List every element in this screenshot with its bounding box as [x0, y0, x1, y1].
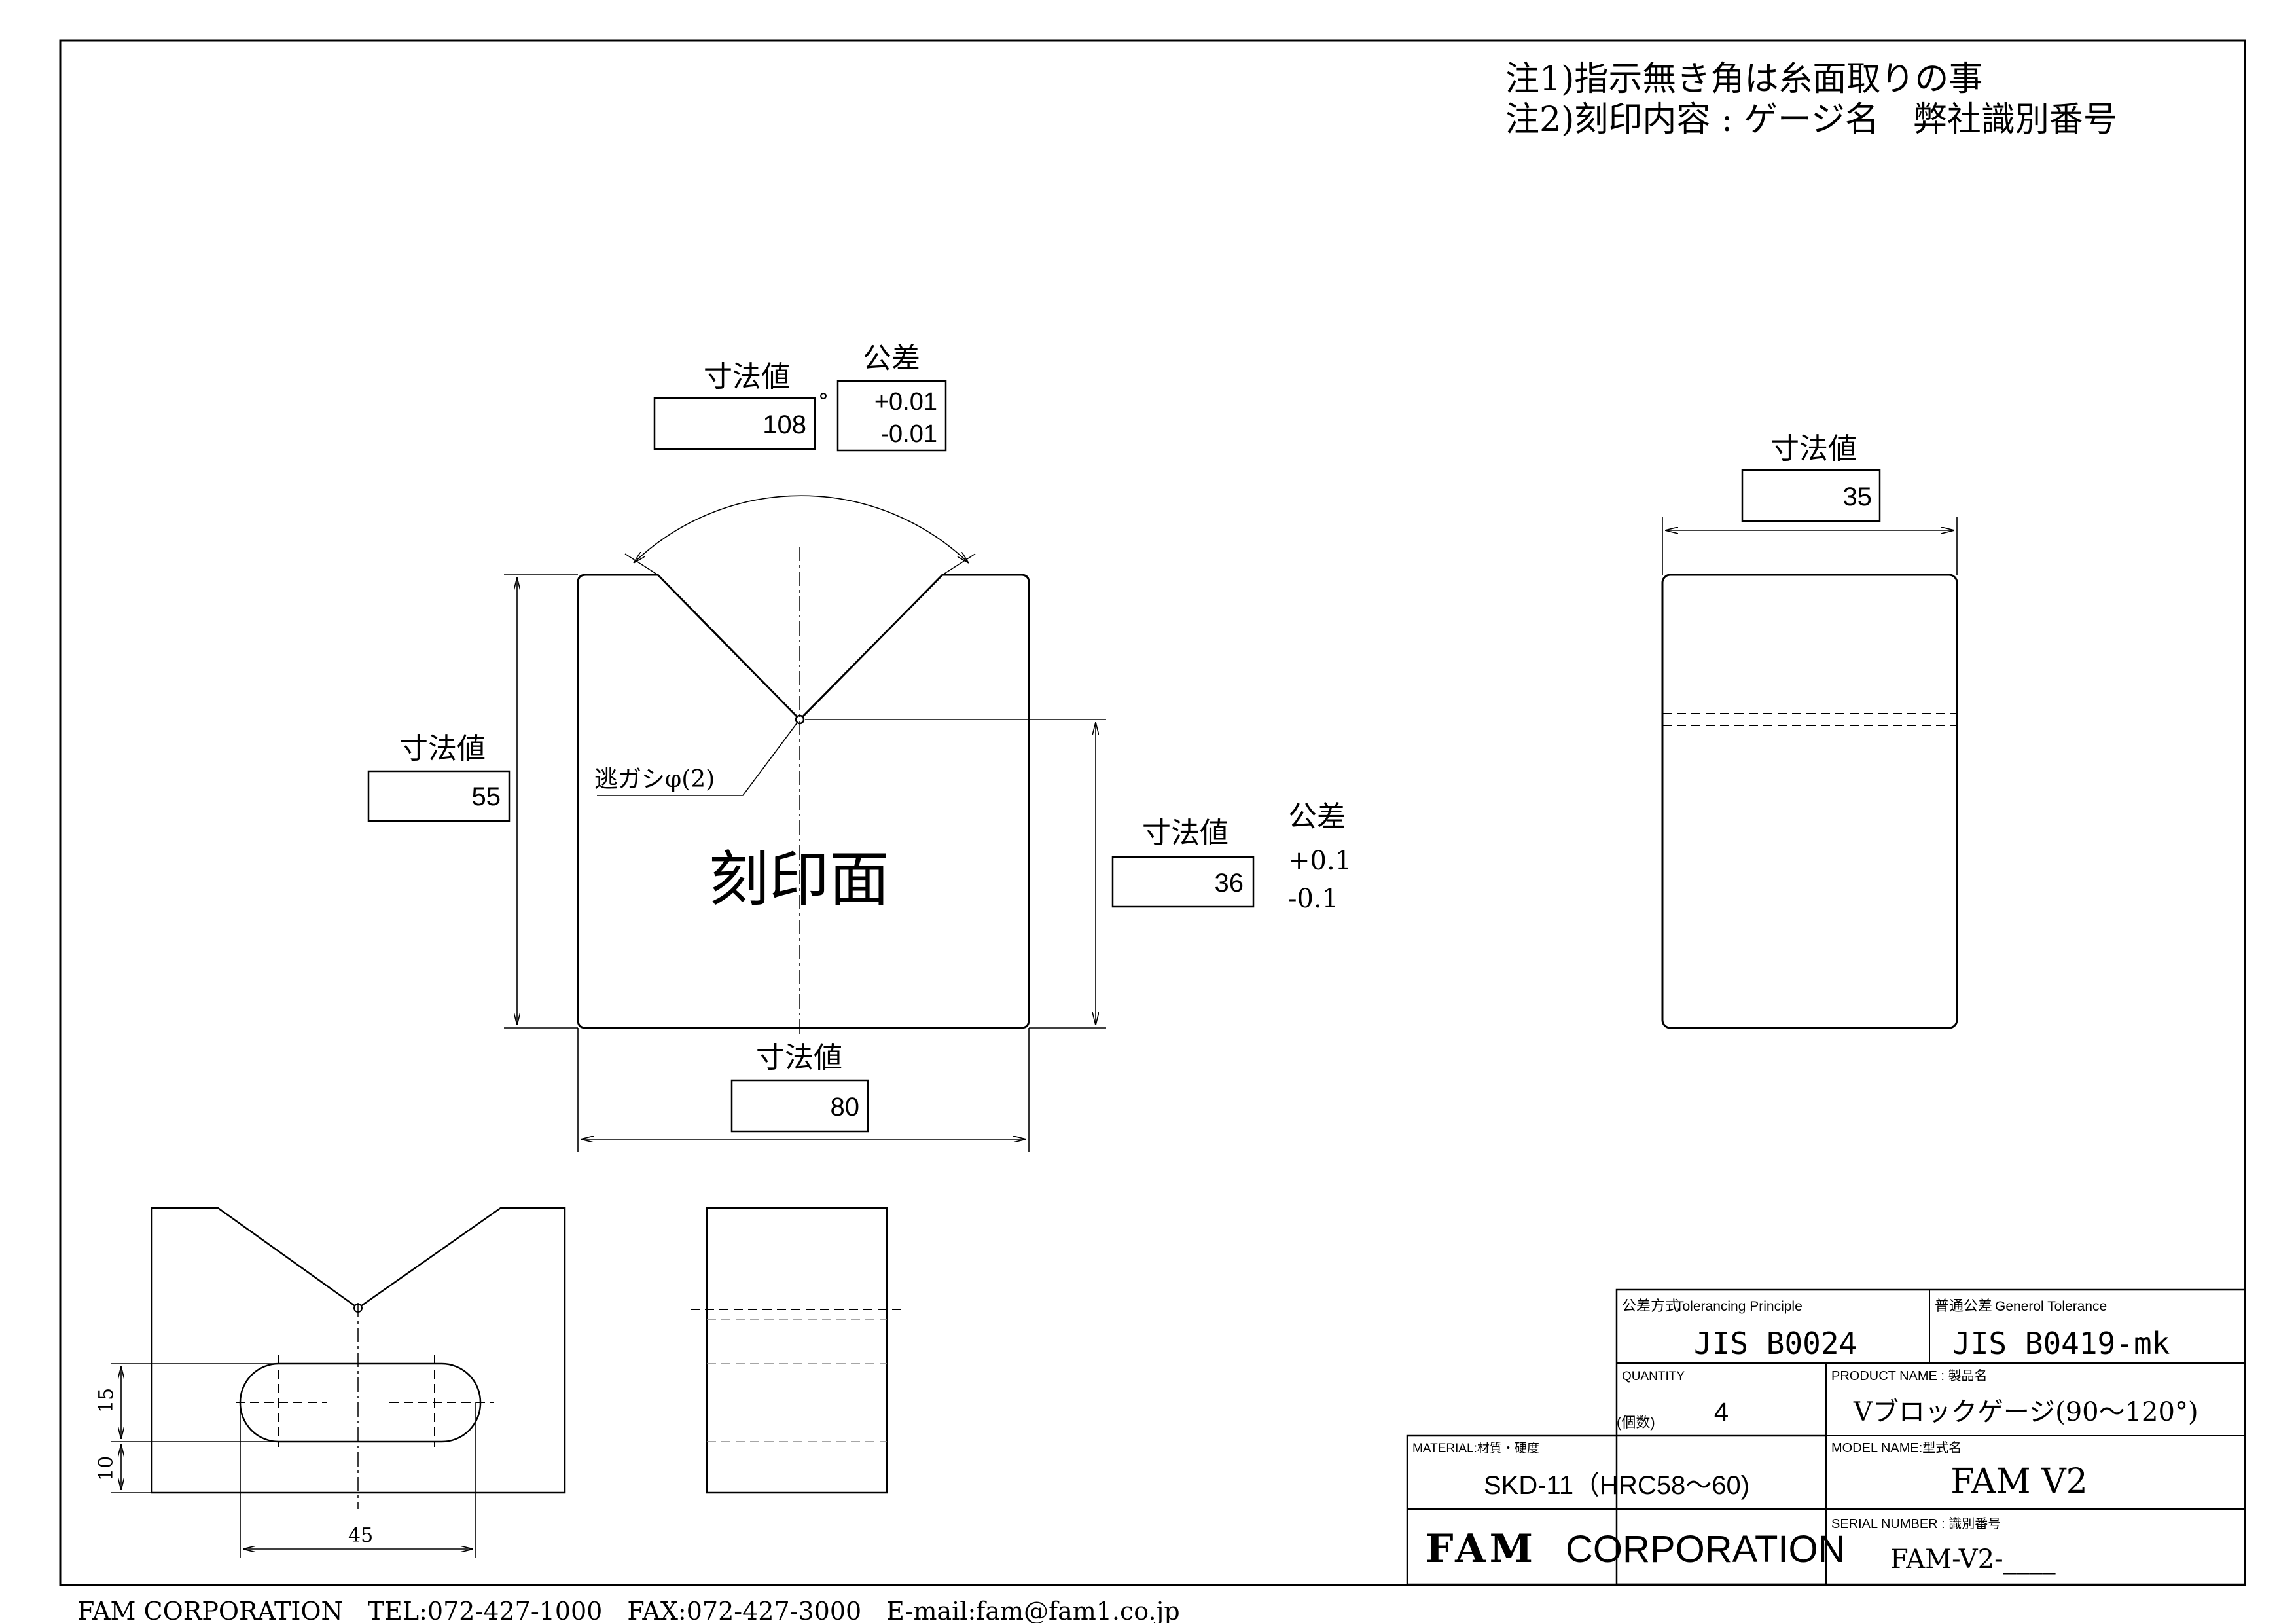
bottom-front-view: 15 10 45 [95, 1207, 566, 1558]
serial-number-value[interactable]: FAM-V2-____ [1890, 1544, 2056, 1575]
width-value[interactable]: 80 [831, 1093, 860, 1122]
vdepth-value-box[interactable] [1111, 856, 1255, 908]
model-name-value[interactable]: FAM V2 [1950, 1462, 2088, 1501]
product-name-value[interactable]: Vブロックゲージ(90～120°) [1853, 1397, 2198, 1427]
bottom-side-outline [706, 1207, 888, 1494]
product-name-label: PRODUCT NAME : 製品名 [1831, 1368, 1988, 1383]
company-logo-rest: CORPORATION [1566, 1528, 1846, 1571]
angle-tolerance-label: 公差 [863, 342, 920, 375]
vdepth-tolerance-label: 公差 [1288, 800, 1346, 833]
general-tolerance-label-en: Generol Tolerance [1995, 1299, 2107, 1314]
note-2: 注2)刻印内容 : ゲージ名 弊社識別番号 [1505, 100, 2117, 139]
angle-value-label: 寸法値 [704, 360, 790, 393]
relief-annotation: 逃ガシφ(2) [594, 766, 715, 793]
angle-tolerance-minus[interactable]: -0.01 [880, 420, 937, 448]
quantity-label-jp: (個数) [1617, 1414, 1655, 1431]
relief-leader [597, 722, 798, 796]
thickness-value-box[interactable] [1741, 469, 1881, 522]
vdepth-tolerance-plus: +0.1 [1288, 846, 1352, 876]
angle-value[interactable]: 108 [762, 410, 806, 439]
footer-contact: FAM CORPORATION TEL:072-427-1000 FAX:072… [77, 1597, 1180, 1623]
stamp-face-label: 刻印面 [709, 845, 889, 915]
angle-tolerance-plus[interactable]: +0.01 [874, 388, 937, 416]
height-value-box[interactable] [367, 770, 511, 822]
serial-number-label: SERIAL NUMBER : 識別番号 [1831, 1516, 2001, 1531]
company-logo-bold: FAM [1426, 1526, 1537, 1572]
general-tolerance-label: 普通公差 [1935, 1298, 1992, 1314]
quantity-label: QUANTITY [1622, 1370, 1685, 1383]
slot-outline [239, 1362, 482, 1443]
drawing-frame [59, 39, 2246, 1586]
slot-dim-10: 10 [95, 1456, 118, 1481]
vdepth-tolerance-minus: -0.1 [1288, 884, 1338, 914]
degree-symbol: ° [818, 389, 829, 414]
title-block [1406, 1288, 2246, 1586]
angle-tolerance-box[interactable] [836, 380, 947, 452]
side-view-outline [1661, 574, 1958, 1029]
slot-dim-15: 15 [95, 1388, 118, 1413]
tolerancing-value: JIS B0024 [1694, 1326, 1857, 1361]
general-tolerance-value: JIS B0419-mk [1952, 1326, 2170, 1361]
note-1: 注1)指示無き角は糸面取りの事 [1505, 60, 1982, 99]
tolerancing-label-en: Tolerancing Principle [1676, 1299, 1803, 1314]
thickness-value[interactable]: 35 [1843, 483, 1873, 511]
width-value-box[interactable] [730, 1079, 869, 1133]
slot-dim-45: 45 [348, 1524, 373, 1547]
height-value[interactable]: 55 [472, 782, 501, 811]
model-name-label: MODEL NAME:型式名 [1831, 1440, 1962, 1455]
angle-value-box[interactable] [653, 397, 816, 450]
height-value-label: 寸法値 [399, 732, 486, 765]
angle-dimension-arc [634, 495, 969, 563]
material-label: MATERIAL:材質・硬度 [1412, 1441, 1539, 1455]
width-value-label: 寸法値 [756, 1041, 842, 1074]
angle-extension-left [624, 553, 658, 575]
side-view [1661, 517, 1958, 1029]
angle-extension-right [942, 553, 976, 575]
vdepth-value[interactable]: 36 [1215, 869, 1244, 898]
front-view: 逃ガシφ(2) 刻印面 [504, 495, 1106, 1152]
material-value[interactable]: SKD-11（HRC58～60) [1484, 1471, 1749, 1500]
thickness-value-label: 寸法値 [1770, 432, 1857, 465]
bottom-front-outline [151, 1207, 566, 1494]
bottom-side-view [691, 1207, 903, 1494]
quantity-value[interactable]: 4 [1714, 1398, 1729, 1427]
tolerancing-label: 公差方式 [1622, 1298, 1679, 1314]
vdepth-value-label: 寸法値 [1142, 816, 1229, 850]
front-view-outline [577, 574, 1030, 1029]
